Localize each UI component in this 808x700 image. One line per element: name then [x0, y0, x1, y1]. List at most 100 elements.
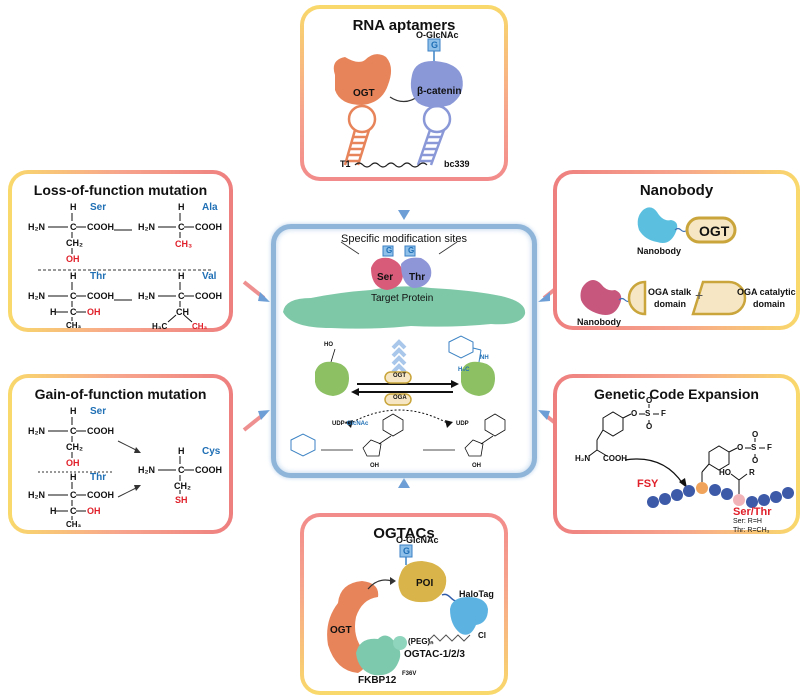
rna-aptamer-illustration	[333, 38, 463, 168]
nh-label: NH	[480, 355, 489, 361]
ser-h2n: H₂N	[28, 426, 45, 436]
ser-c: C	[70, 222, 77, 232]
panel-title: Nanobody	[639, 182, 714, 199]
thr-oh: OH	[87, 307, 101, 317]
thr-ch3: CH₃	[66, 520, 82, 529]
ala-c: C	[178, 222, 185, 232]
halotag-protein-icon	[450, 597, 488, 635]
oga-catalytic-label: OGA catalytic	[737, 287, 796, 297]
thr-c: C	[70, 490, 77, 500]
t1-label: T1	[340, 159, 351, 169]
oga-enzyme-pill	[384, 393, 412, 406]
cys-h: H	[178, 446, 185, 456]
ogt-protein-icon	[333, 54, 392, 105]
chain-f: F	[767, 443, 772, 452]
cys-sh: SH	[175, 495, 188, 505]
cys-ch2: CH₂	[174, 481, 191, 491]
glcnac-tag-icon	[427, 38, 441, 52]
thr-ch3: CH₃	[66, 321, 82, 330]
udp-prefix: UDP-	[332, 421, 347, 427]
oh-label-1: OH	[370, 463, 379, 469]
fsy-s: S	[645, 409, 651, 418]
arrow-top	[398, 186, 410, 220]
panel-title: Loss-of-function mutation	[33, 182, 208, 198]
ser-r-note: Ser: R=H	[733, 518, 762, 525]
cl-label: Cl	[478, 631, 486, 640]
chain-r: R	[749, 468, 755, 477]
g-label-2: G	[408, 246, 415, 255]
gain-structures-lines	[38, 417, 194, 520]
thr-c: C	[70, 291, 77, 301]
beta-catenin-label: β-catenin	[417, 86, 462, 97]
nanobody-illustration	[580, 207, 747, 316]
panel-title: Gain-of-function mutation	[34, 386, 207, 402]
modified-protein-icon	[461, 361, 495, 396]
chain-o: O	[737, 443, 744, 452]
ser-oh: OH	[66, 458, 80, 468]
oga-catalytic-domain-label: domain	[753, 299, 786, 309]
target-protein-icon	[283, 286, 526, 329]
panel-title: OGTACs	[373, 525, 435, 542]
ala-label: Ala	[202, 202, 218, 213]
center-illustration	[283, 241, 526, 457]
ser-site-icon	[371, 257, 403, 290]
ser-h: H	[70, 202, 77, 212]
ho-label: HO	[324, 342, 333, 348]
arrow-left-top	[242, 280, 270, 302]
ser-cooh: COOH	[87, 222, 114, 232]
ogtac-label: OGTAC-1/2/3	[404, 649, 465, 660]
thr-r-note: Thr: R=CH₃	[733, 527, 770, 534]
udp-label: UDP	[456, 421, 469, 427]
fsy-f: F	[661, 409, 666, 418]
thr-label: Thr	[90, 271, 107, 282]
cys-cooh: COOH	[195, 465, 222, 475]
thr-cooh: COOH	[87, 291, 114, 301]
panel-genetic-code-expansion: Genetic Code Expansion	[553, 374, 800, 534]
fsy-o-bottom: O	[646, 422, 653, 431]
cys-h2n: H₂N	[138, 465, 155, 475]
loss-structures-lines	[38, 213, 213, 323]
ser-label: Ser	[90, 406, 107, 417]
oga-stalk-domain-label: domain	[654, 299, 687, 309]
ogt-label: OGT	[330, 625, 352, 636]
ogt-protein-icon	[327, 581, 379, 673]
oh-label-2: OH	[472, 463, 481, 469]
ser-oh: OH	[66, 254, 80, 264]
thr-h2n: H₂N	[28, 291, 45, 301]
cys-label: Cys	[202, 446, 221, 457]
fsy-o-top: O	[646, 396, 653, 405]
val-ch: CH	[176, 307, 189, 317]
glcnac-tag-icon	[399, 544, 413, 558]
nanobody-label-2: Nanobody	[577, 317, 621, 327]
thr-label: Thr	[90, 472, 107, 483]
glcnac-g-label: G	[403, 546, 411, 556]
o-glcnac-label: O-GlcNAc	[416, 30, 459, 40]
chain-ho: HO	[719, 468, 731, 477]
panel-nanobody: Nanobody OGT Nanobody OGA stalk domain +…	[553, 170, 800, 330]
val-h3c: H₃C	[152, 322, 168, 331]
oga-enzyme-label: OGA	[393, 395, 407, 401]
center-title: Specific modification sites	[341, 233, 467, 245]
fkbp12-label: FKBP12	[358, 675, 397, 686]
o-glcnac-label: O-GlcNAc	[396, 535, 439, 545]
glcnac-text: GlcNAc	[346, 421, 369, 427]
thr-site-icon	[401, 257, 432, 288]
halotag-label: HaloTag	[459, 589, 494, 599]
ogt-pill-icon	[685, 216, 737, 244]
panel-gain-of-function: Gain-of-function mutation H Ser H₂N C CO…	[8, 374, 233, 534]
thr-c2: C	[70, 506, 77, 516]
fsy-o: O	[631, 409, 638, 418]
ogt-enzyme-label: OGT	[393, 373, 406, 379]
panel-rna-aptamers: RNA aptamers O-GlcNAc G OGT β-caten	[300, 5, 508, 181]
oga-stalk-label: OGA stalk	[648, 287, 692, 297]
oga-stalk-domain-icon	[627, 280, 647, 316]
plus-sign: +	[695, 287, 704, 303]
gce-illustration	[588, 404, 794, 508]
glcnac-tag-ser-icon	[382, 245, 394, 257]
g-label-1: G	[386, 246, 393, 255]
peg-label: (PEG)ₙ	[408, 637, 434, 646]
ser-site-label: Ser	[377, 272, 394, 283]
panel-center-mechanism: Specific modification sites	[271, 224, 537, 478]
h3c-label: H₃C	[458, 367, 470, 373]
thr-h2: H	[50, 307, 57, 317]
